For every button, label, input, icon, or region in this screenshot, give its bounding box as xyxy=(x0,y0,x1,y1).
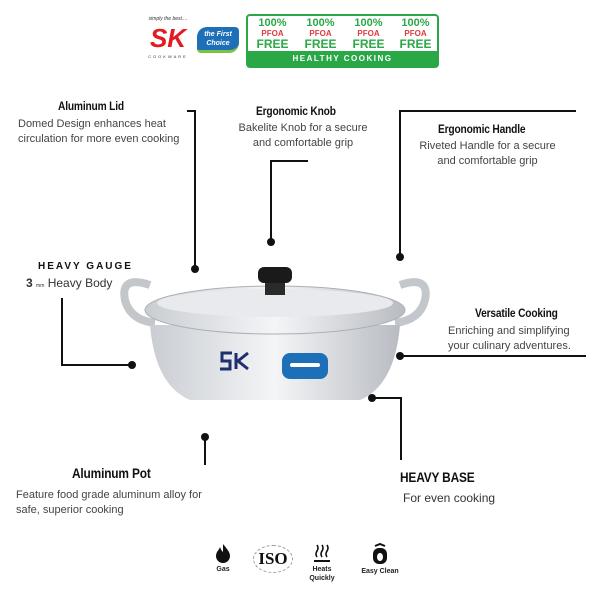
brand-sk: SK xyxy=(149,23,187,53)
base-title: HEAVY BASE xyxy=(400,469,475,485)
gauge-desc: 3 mm Heavy Body xyxy=(26,276,113,290)
lid-title: Aluminum Lid xyxy=(58,99,124,113)
base-desc: For even cooking xyxy=(403,491,496,505)
feature-gas: Gas xyxy=(193,543,253,574)
badge-footer: HEALTHY COOKING xyxy=(248,51,437,66)
heat-icon xyxy=(314,544,330,562)
knob-pointer xyxy=(267,238,275,246)
pot-desc: Feature food grade aluminum alloy for sa… xyxy=(16,489,202,516)
handle-pointer xyxy=(396,253,404,261)
brand-sub: COOKWARE xyxy=(148,54,188,59)
knob-desc: Bakelite Knob for a secure and comfortab… xyxy=(238,122,368,149)
versatile-pointer xyxy=(396,352,404,360)
clean-icon xyxy=(373,543,387,564)
lid-desc: Domed Design enhances heat circulation f… xyxy=(18,118,180,145)
versatile-desc: Enriching and simplifying your culinary … xyxy=(448,325,571,352)
handle-desc: Riveted Handle for a secure and comforta… xyxy=(419,140,556,167)
feature-easy-clean: Easy Clean xyxy=(350,543,410,576)
iso-icon: ISO xyxy=(253,545,293,573)
brand-logo: simply the best.... SK COOKWARE xyxy=(143,16,193,60)
knob-title: Ergonomic Knob xyxy=(256,104,336,118)
feature-iso: ISO xyxy=(243,545,303,573)
versatile-title: Versatile Cooking xyxy=(475,306,558,320)
flame-icon xyxy=(216,544,230,563)
first-choice-logo: the First Choice xyxy=(197,27,239,53)
feature-heats-quickly: Heats Quickly xyxy=(292,543,352,583)
lid-pointer xyxy=(191,265,199,273)
pot-title: Aluminum Pot xyxy=(72,465,151,481)
cooking-pot-image xyxy=(120,267,430,400)
brand-tagline: simply the best.... xyxy=(148,16,188,22)
handle-title: Ergonomic Handle xyxy=(438,122,526,136)
gauge-pointer xyxy=(128,361,136,369)
gauge-title: HEAVY GAUGE xyxy=(38,261,133,272)
